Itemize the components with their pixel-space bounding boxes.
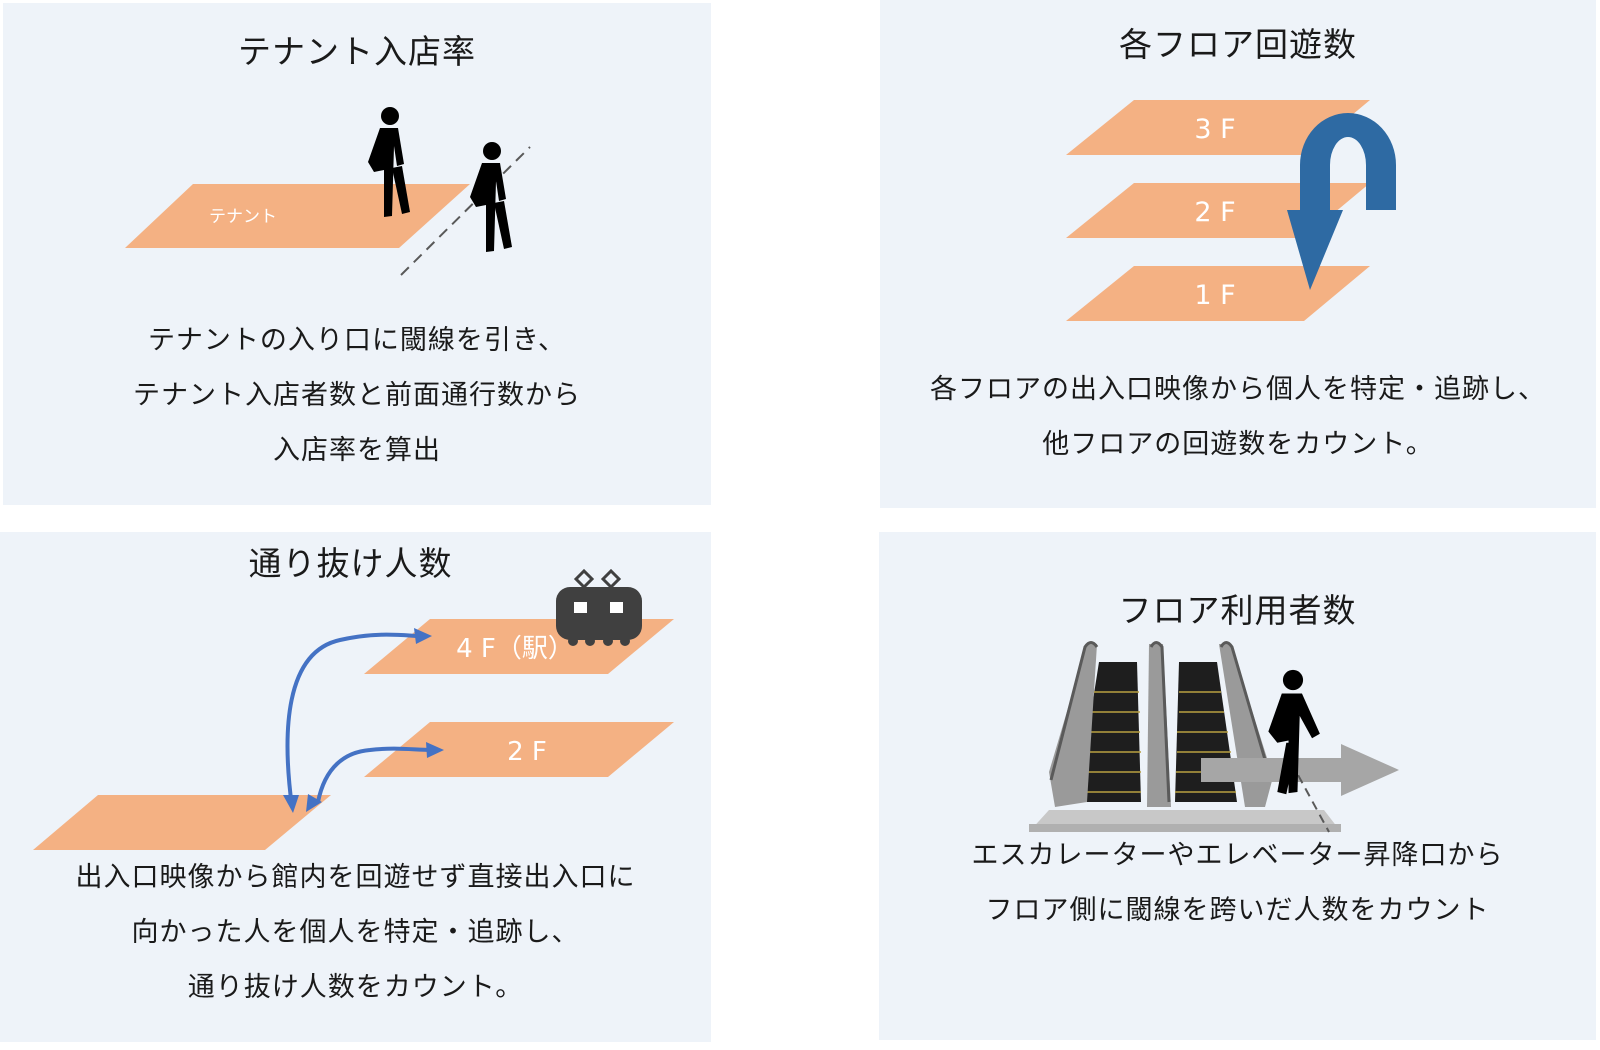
- floor-circulation-illustration: 3 F 2 F 1 F: [1066, 100, 1396, 321]
- description-line: テナントの入り口に閾線を引き、: [147, 325, 567, 356]
- description-line: 通り抜け人数をカウント。: [187, 972, 524, 1003]
- floor-1f-shape: [33, 795, 331, 850]
- panel-description: 各フロアの出入口映像から個人を特定・追跡し、 他フロアの回遊数をカウント。: [880, 362, 1596, 472]
- floor-3f-shape: [1066, 100, 1370, 155]
- description-line: フロア側に閾線を跨いだ人数をカウント: [985, 895, 1490, 926]
- gray-direction-arrow: [1201, 744, 1399, 796]
- floor-1f-shape: [1066, 266, 1370, 321]
- tenant-entry-illustration: テナント: [125, 107, 531, 276]
- floor-label: 4 F（駅）: [456, 634, 574, 664]
- floor-label: 2 F: [507, 737, 547, 767]
- floor-label: 2 F: [1194, 197, 1235, 228]
- description-line: テナント入店者数と前面通行数から: [133, 380, 581, 411]
- description-line: 向かった人を個人を特定・追跡し、: [131, 917, 580, 948]
- threshold-line: [1290, 761, 1330, 833]
- pass-through-illustration: 4 F（駅） 2 F: [33, 568, 674, 850]
- description-line: 出入口映像から館内を回遊せず直接出入口に: [75, 862, 636, 893]
- floor-label: 1 F: [1194, 280, 1235, 311]
- description-line: 他フロアの回遊数をカウント。: [1042, 429, 1434, 460]
- panel-floor-users: フロア利用者数: [879, 532, 1596, 1040]
- panel-description: テナントの入り口に閾線を引き、 テナント入店者数と前面通行数から 入店率を算出: [3, 313, 711, 478]
- walking-person-icon: [368, 107, 410, 217]
- panel-description: 出入口映像から館内を回遊せず直接出入口に 向かった人を個人を特定・追跡し、 通り…: [0, 850, 711, 1015]
- panel-description: エスカレーターやエレベーター昇降口から フロア側に閾線を跨いだ人数をカウント: [879, 828, 1596, 938]
- walking-person-icon: [1268, 669, 1320, 795]
- description-line: 入店率を算出: [273, 435, 441, 466]
- train-icon: [556, 568, 642, 646]
- panel-tenant-entry-rate: テナント入店率 テナント テナントの入り口に閾線を引き、 テナント入店者数と前面…: [3, 3, 711, 505]
- threshold-line: [400, 146, 531, 276]
- u-turn-arrow-icon: [1287, 113, 1396, 290]
- panel-floor-circulation: 各フロア回遊数 3 F 2 F 1 F 各フロアの出入口映像から個人を特定・追跡…: [880, 0, 1596, 508]
- description-line: エスカレーターやエレベーター昇降口から: [971, 840, 1504, 871]
- flow-arrows: [285, 632, 431, 808]
- panel-pass-through: 通り抜け人数 4 F（駅） 2 F 出入口映像から館内: [0, 532, 711, 1042]
- tenant-floor-shape: [125, 184, 470, 248]
- panel-title: フロア利用者数: [1118, 591, 1357, 630]
- floor-label: 3 F: [1194, 114, 1235, 145]
- panel-title: 通り抜け人数: [248, 544, 453, 583]
- panel-title: テナント入店率: [238, 32, 476, 71]
- tenant-floor-label: テナント: [209, 207, 277, 227]
- arrow-heads: [283, 628, 444, 813]
- description-line: 各フロアの出入口映像から個人を特定・追跡し、: [930, 374, 1546, 405]
- floor-2f-shape: [364, 722, 674, 777]
- walking-person-icon: [470, 142, 512, 252]
- panel-title: 各フロア回遊数: [1119, 25, 1357, 64]
- floor-users-illustration: [1029, 641, 1399, 833]
